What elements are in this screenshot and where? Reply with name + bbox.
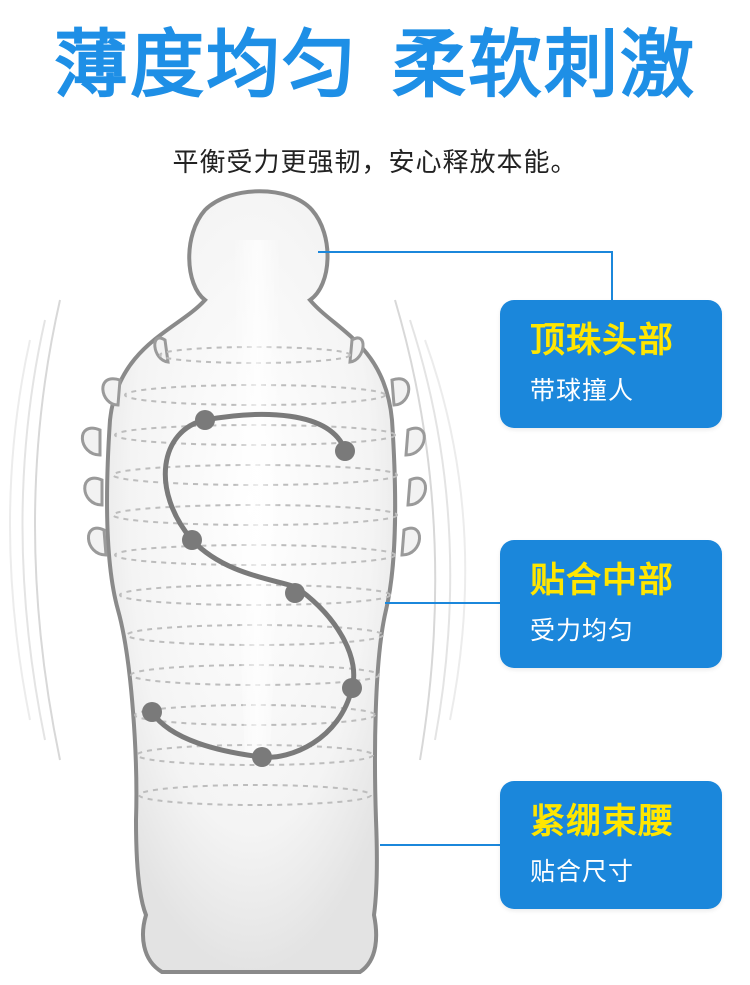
leader-lines [318, 251, 613, 846]
s-curve-dots-icon [142, 410, 362, 767]
feature-card-middle: 贴合中部 受力均匀 [500, 540, 722, 668]
shine-highlight [233, 240, 282, 760]
feature-desc: 带球撞人 [530, 375, 635, 405]
feature-title: 贴合中部 [530, 561, 675, 601]
motion-lines-right [394, 299, 467, 761]
subline: 平衡受力更强韧，安心释放本能。 [172, 148, 578, 178]
headline: 薄度均匀柔软刺激 [0, 28, 750, 102]
feature-card-waist: 紧绷束腰 贴合尺寸 [500, 781, 722, 909]
headline-right: 柔软刺激 [392, 22, 696, 108]
spike-ribs-left [80, 336, 170, 557]
motion-lines-left [9, 299, 61, 761]
feature-title: 紧绷束腰 [530, 802, 675, 842]
headline-left: 薄度均匀 [54, 22, 358, 108]
feature-card-head: 顶珠头部 带球撞人 [500, 300, 722, 428]
feature-title: 顶珠头部 [530, 321, 675, 361]
feature-desc: 贴合尺寸 [530, 856, 635, 886]
feature-desc: 受力均匀 [530, 615, 635, 645]
spike-ribs-right [348, 336, 427, 557]
